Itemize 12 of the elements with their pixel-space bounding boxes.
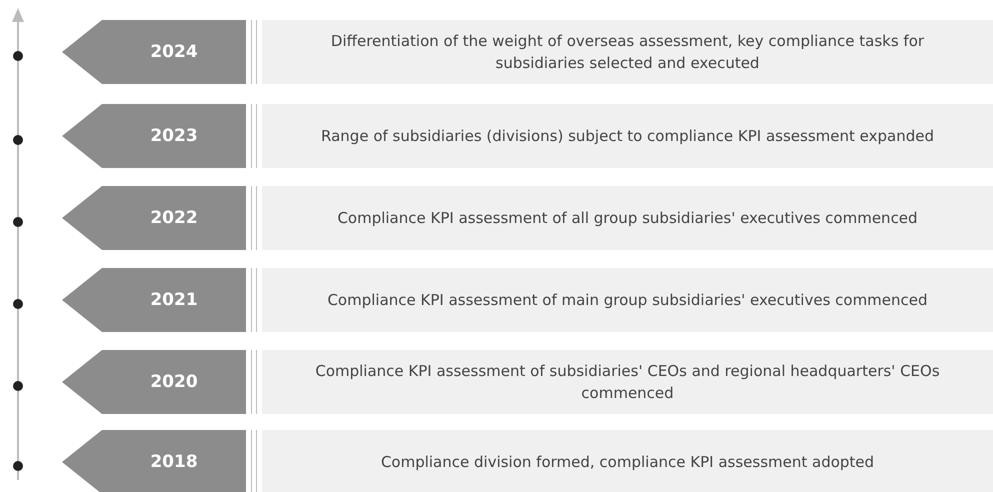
milestone-description: Differentiation of the weight of overseas assessment, key compliance tasks for subsidiaries selected and executed [262,20,993,84]
milestone-description: Compliance KPI assessment of subsidiaries' CEOs and regional headquarters' CEOs commenced [262,350,993,414]
year-arrow-tab: 2021 [62,268,246,332]
milestone-description: Compliance KPI assessment of main group subsidiaries' executives commenced [262,268,993,332]
milestone-description: Range of subsidiaries (divisions) subject to compliance KPI assessment expanded [262,104,993,168]
year-arrow-tab: 2018 [62,430,246,492]
year-arrow-tab: 2022 [62,186,246,250]
milestone-description: Compliance division formed, compliance KPI assessment adopted [262,430,993,492]
year-arrow-tab: 2023 [62,104,246,168]
year-arrow-tab: 2024 [62,20,246,84]
milestone-description: Compliance KPI assessment of all group subsidiaries' executives commenced [262,186,993,250]
year-arrow-tab: 2020 [62,350,246,414]
